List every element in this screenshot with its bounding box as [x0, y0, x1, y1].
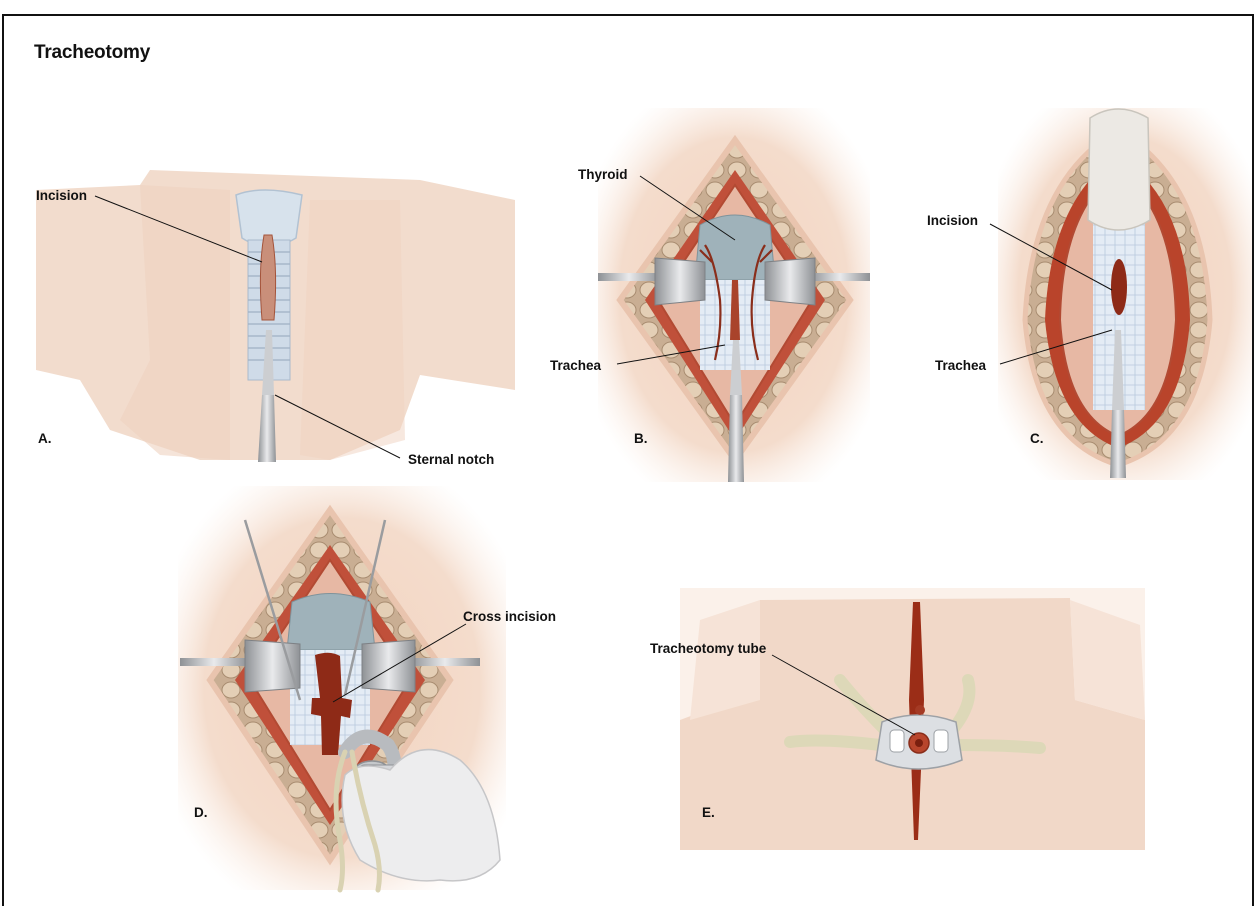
panel-c-trachea-label: Trachea [935, 358, 987, 373]
panel-a-incision-label: Incision [36, 188, 87, 203]
panel-c: Incision Trachea C. [927, 108, 1252, 480]
panel-e-letter: E. [702, 805, 715, 820]
panel-d: Cross incision D. [178, 486, 556, 890]
panel-b-trachea-label: Trachea [550, 358, 602, 373]
panel-b-thyroid-label: Thyroid [578, 167, 628, 182]
panel-d-cross-incision-label: Cross incision [463, 609, 556, 624]
panel-d-letter: D. [194, 805, 208, 820]
panel-e: Tracheotomy tube E. [650, 588, 1145, 850]
panel-a-sternal-notch-label: Sternal notch [408, 452, 494, 467]
panel-a: Incision Sternal notch A. [36, 170, 515, 467]
panel-c-incision [1111, 259, 1127, 315]
panel-c-incision-label: Incision [927, 213, 978, 228]
panel-b-letter: B. [634, 431, 648, 446]
panel-a-letter: A. [38, 431, 52, 446]
panel-c-retracted-thyroid [1088, 109, 1150, 230]
panel-e-tracheotomy-tube-label: Tracheotomy tube [650, 641, 767, 656]
panel-b: Thyroid Trachea B. [550, 108, 870, 482]
panel-c-letter: C. [1030, 431, 1044, 446]
